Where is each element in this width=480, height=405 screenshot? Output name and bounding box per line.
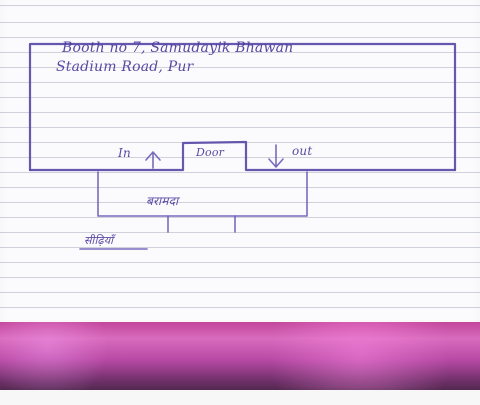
in-arrow-icon xyxy=(146,152,160,168)
veranda-label: बरामदा xyxy=(146,194,181,208)
front-wall-with-door xyxy=(30,142,455,170)
address-line-1: Booth no 7, Samudayik Bhawan xyxy=(61,40,293,56)
address-line-2: Stadium Road, Pur xyxy=(56,59,195,75)
out-arrow-icon xyxy=(269,145,283,167)
veranda-box xyxy=(98,172,307,216)
door-label: Door xyxy=(195,146,225,159)
out-label: out xyxy=(292,144,312,158)
stairs-label: सीढ़ियाँ xyxy=(84,234,116,247)
in-label: In xyxy=(117,146,131,160)
